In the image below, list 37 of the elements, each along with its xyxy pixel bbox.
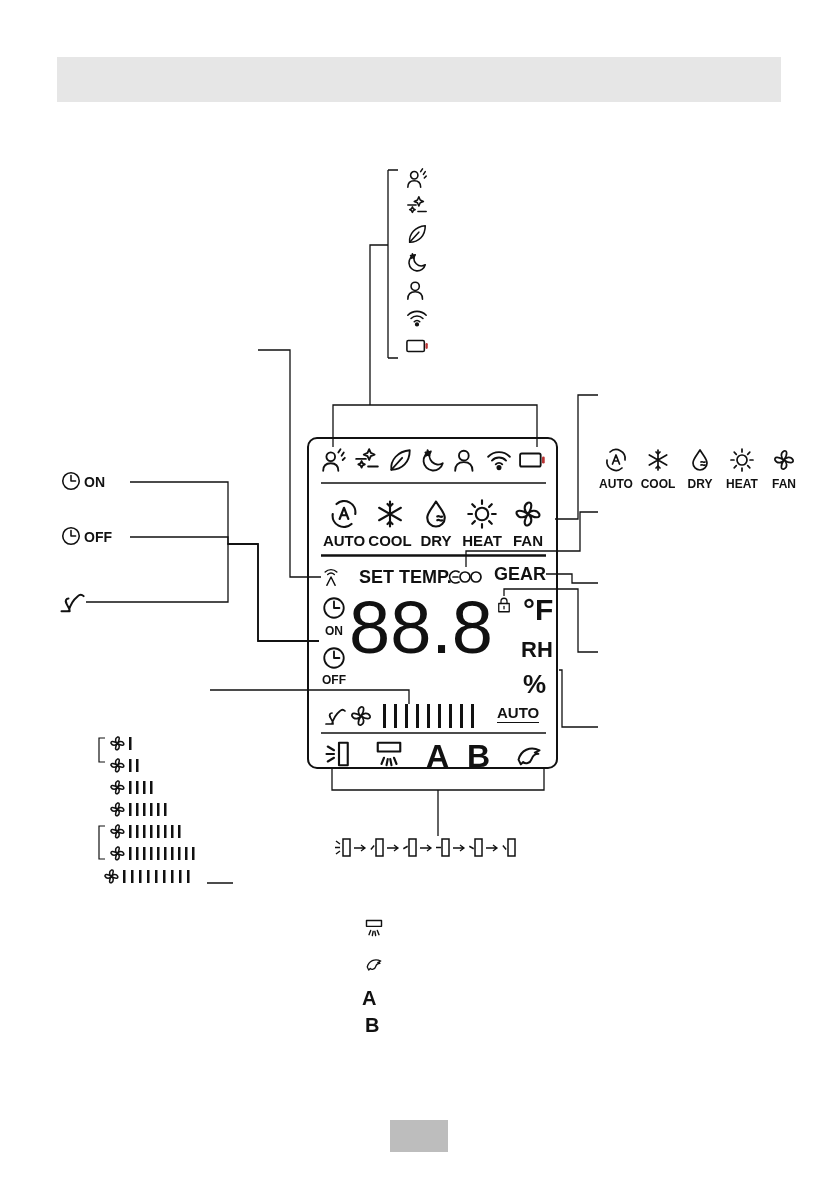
leader-line — [331, 768, 545, 837]
fan-auto-text: AUTO — [497, 705, 540, 723]
mode-label: DRY — [686, 478, 714, 490]
leader-line — [209, 689, 410, 705]
timer-on-text: ON — [324, 625, 344, 637]
leader-line — [545, 573, 599, 584]
timer-on-text: ON — [84, 475, 105, 489]
position-letter: B — [365, 1015, 380, 1035]
mode-label: COOL — [367, 533, 413, 548]
leader-line — [85, 543, 320, 642]
lock-icon — [495, 596, 513, 614]
unit-text: RH — [521, 639, 553, 661]
leader-line — [503, 588, 599, 653]
mode-label: FAN — [771, 478, 797, 490]
unit-text: % — [523, 671, 547, 697]
leader-line — [332, 169, 538, 448]
unit-text: °F — [523, 595, 554, 625]
mode-label: HEAT — [461, 533, 503, 548]
position-letter: A — [426, 740, 450, 772]
leader-line — [558, 669, 599, 728]
position-letter: B — [467, 740, 491, 772]
indicator-text: SET TEMP. — [359, 568, 452, 586]
lcd-panel — [307, 437, 558, 769]
indicator-text: GEAR — [494, 565, 546, 583]
leader-line — [257, 349, 322, 578]
timer-off-text: OFF — [321, 674, 347, 686]
leader-line — [465, 511, 599, 568]
mode-label: AUTO — [598, 478, 634, 490]
mode-label: HEAT — [725, 478, 759, 490]
timer-off-text: OFF — [84, 530, 112, 544]
mode-label: AUTO — [321, 533, 367, 548]
position-letter: A — [362, 988, 377, 1008]
mode-label: FAN — [512, 533, 544, 548]
leader-line — [554, 394, 599, 520]
temperature-digits: 88.8 — [349, 591, 494, 665]
mode-label: COOL — [639, 478, 677, 490]
mode-label: DRY — [419, 533, 453, 548]
